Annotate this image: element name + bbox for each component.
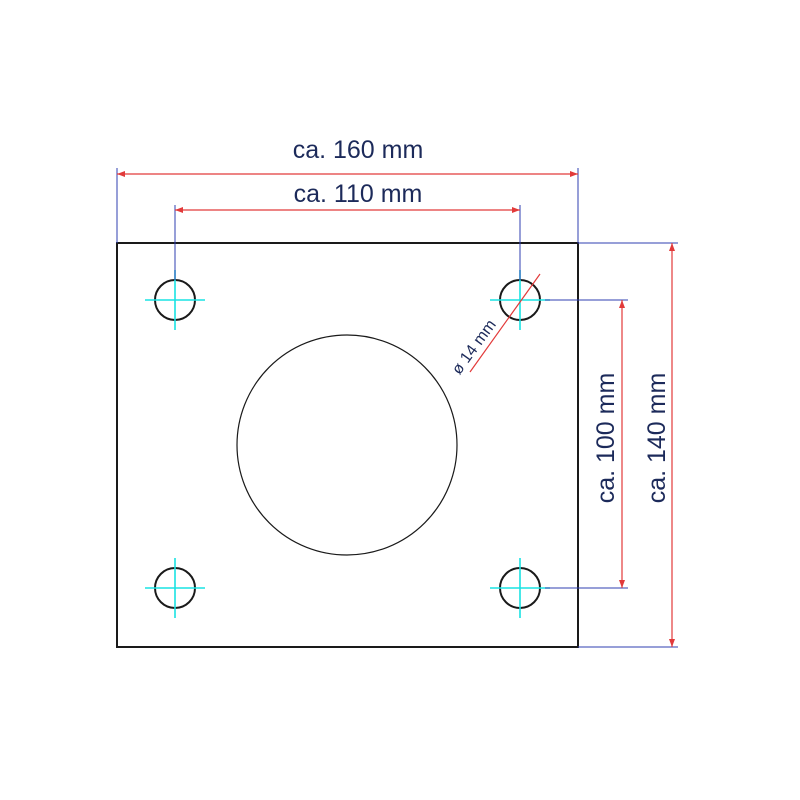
extension-lines [116,168,678,648]
label-overall-width: ca. 160 mm [293,136,424,164]
plate-outline [116,242,579,648]
center-opening [236,334,458,556]
label-overall-height: ca. 140 mm [643,373,671,504]
dimension-arrowheads [117,171,675,647]
label-hole-diameter: ø 14 mm [449,317,500,378]
dim-line-hole-diameter [469,273,541,373]
label-hole-spacing-y: ca. 100 mm [592,373,620,504]
dimension-lines [117,173,673,647]
label-hole-spacing-x: ca. 110 mm [294,180,423,208]
